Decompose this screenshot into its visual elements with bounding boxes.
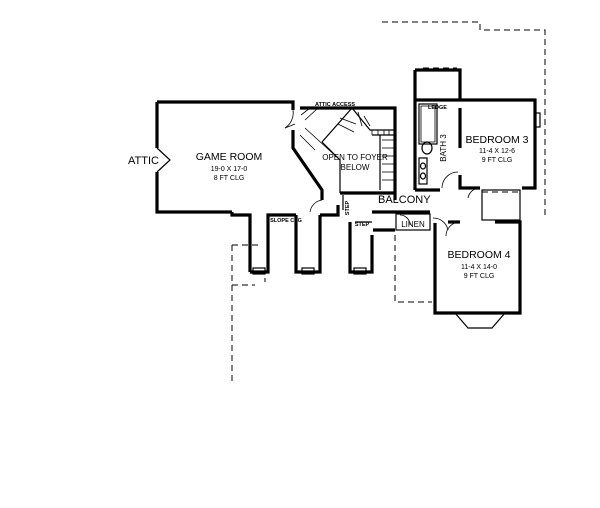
step-label-1: STEP bbox=[345, 200, 351, 215]
bedroom3-ceiling: 9 FT CLG bbox=[482, 157, 513, 164]
game-room-dims: 19-0 X 17-0 bbox=[211, 166, 248, 173]
bedroom4-ceiling: 9 FT CLG bbox=[464, 273, 495, 280]
ledge-label: LEDGE bbox=[428, 105, 447, 111]
linen-label: LINEN bbox=[401, 220, 425, 229]
attic-access-label: ATTIC ACCESS bbox=[315, 102, 355, 108]
bedroom4-name: BEDROOM 4 bbox=[447, 249, 510, 261]
attic-label: ATTIC bbox=[128, 155, 159, 167]
open-foyer-line1: OPEN TO FOYER bbox=[322, 153, 388, 162]
game-room-ceiling: 8 FT CLG bbox=[214, 175, 245, 182]
bedroom3-dims: 11-4 X 12-6 bbox=[479, 148, 515, 155]
step-label-2: STEP bbox=[355, 222, 370, 228]
balcony-label: BALCONY bbox=[378, 194, 431, 206]
slope-ceiling-label: SLOPE CLG bbox=[270, 218, 302, 224]
exterior-walls bbox=[155, 68, 537, 315]
bedroom4-dims: 11-4 X 14-0 bbox=[461, 264, 497, 271]
bath-label: BATH 3 bbox=[439, 134, 448, 162]
game-room-name: GAME ROOM bbox=[196, 151, 263, 163]
room-labels: ATTIC GAME ROOM 19-0 X 17-0 8 FT CLG ATT… bbox=[128, 102, 529, 280]
fixtures bbox=[156, 103, 541, 329]
open-foyer-line2: BELOW bbox=[341, 163, 370, 172]
bedroom3-name: BEDROOM 3 bbox=[465, 134, 528, 146]
dashed-outlines bbox=[231, 21, 546, 385]
